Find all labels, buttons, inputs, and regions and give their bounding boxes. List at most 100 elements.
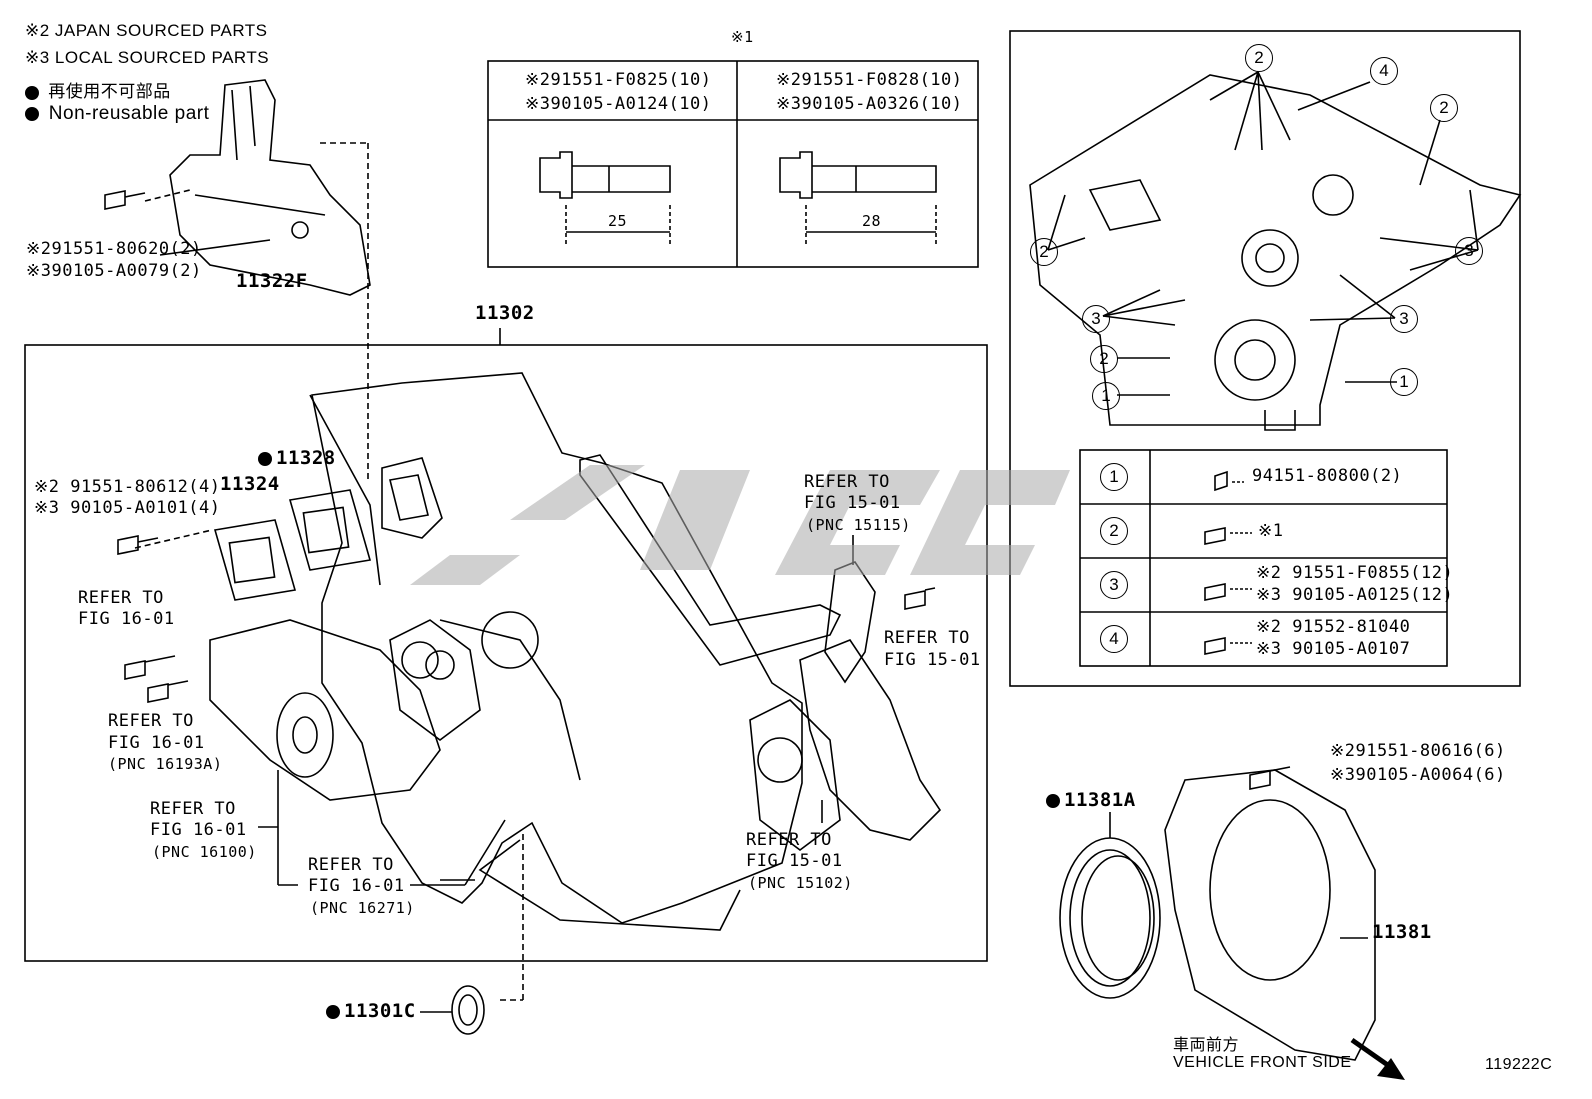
- bolt-table-col1-a[interactable]: ※291551-F0825(10): [525, 70, 712, 90]
- part-11301c-label[interactable]: 11301C: [326, 1000, 416, 1022]
- part-11301c-text: 11301C: [344, 1000, 416, 1022]
- legend-circle-4: 4: [1100, 625, 1128, 653]
- bolt-table-frame: [487, 60, 979, 268]
- legend-circle-3: 3: [1100, 571, 1128, 599]
- front-side-arrow-icon: [1350, 1037, 1405, 1080]
- legend-row3-part-b[interactable]: ※3 90105-A0125(12): [1256, 585, 1454, 605]
- refer1-line2[interactable]: FIG 16-01: [78, 609, 175, 629]
- rear-bolt-a[interactable]: ※291551-80616(6): [1330, 741, 1506, 761]
- refer2-line1[interactable]: REFER TO: [108, 711, 194, 731]
- overview-engine-drawing: [1029, 71, 1522, 431]
- watermark: [410, 465, 1070, 585]
- main-bolt-b[interactable]: ※3 90105-A0101(4): [34, 498, 221, 518]
- retainer-11381-drawing: [1164, 766, 1376, 1061]
- oil-seal-11381a-drawing: [1059, 812, 1161, 999]
- overview-callout-4: 4: [1370, 57, 1398, 85]
- legend-nonreusable-en-text: Non-reusable part: [48, 103, 210, 124]
- nonreusable-dot-icon: [25, 106, 39, 121]
- part-11324-label[interactable]: 11324: [220, 473, 280, 495]
- callout-text: 3: [1082, 305, 1110, 333]
- bolt-table-col2-b[interactable]: ※390105-A0326(10): [776, 94, 963, 114]
- bolt-length-28: 28: [862, 212, 882, 230]
- refer5-line2[interactable]: FIG 15-01: [746, 851, 843, 871]
- refer6-line1[interactable]: REFER TO: [804, 472, 890, 492]
- callout-text: 2: [1430, 94, 1458, 122]
- legend-nonreusable-jp: 再使用不可部品: [25, 77, 171, 102]
- circle-4-text: 4: [1100, 625, 1128, 653]
- refer3-line3: (PNC 16100): [152, 843, 257, 861]
- timing-cover-drawing: [309, 372, 842, 931]
- callout-text: 4: [1370, 57, 1398, 85]
- refer5-line1[interactable]: REFER TO: [746, 830, 832, 850]
- bolt-25-drawing: [539, 151, 671, 245]
- part-11302-label[interactable]: 11302: [475, 302, 535, 324]
- refer1-line1[interactable]: REFER TO: [78, 588, 164, 608]
- part-11381-label[interactable]: 11381: [1372, 921, 1432, 943]
- legend-bolt-icons: [1204, 470, 1252, 655]
- callout-text: 2: [1245, 44, 1273, 72]
- rear-bolt-b[interactable]: ※390105-A0064(6): [1330, 765, 1506, 785]
- callout-text: 3: [1455, 237, 1483, 265]
- front-side-jp: 車両前方: [1173, 1037, 1240, 1054]
- nonreusable-dot-icon: [25, 85, 39, 100]
- legend-japan-sourced: ※2 JAPAN SOURCED PARTS: [25, 21, 268, 40]
- legend-row3-part-a[interactable]: ※2 91551-F0855(12): [1256, 563, 1454, 583]
- callout-text: 2: [1030, 238, 1058, 266]
- refer4-line2[interactable]: FIG 16-01: [308, 876, 405, 896]
- oil-pump-drawing: [749, 561, 942, 851]
- overview-callout-2b: 2: [1430, 94, 1458, 122]
- legend-row4-part-a[interactable]: ※2 91552-81040: [1256, 617, 1411, 637]
- nonreusable-dot-icon: [1046, 793, 1060, 808]
- overview-frame: [1009, 30, 1521, 687]
- part-11328-label[interactable]: 11328: [258, 447, 336, 469]
- overview-callout-3a: 3: [1455, 237, 1483, 265]
- refer6-line2[interactable]: FIG 15-01: [804, 493, 901, 513]
- refer5-line3: (PNC 15102): [748, 874, 853, 892]
- bolt-28-drawing: [779, 151, 937, 245]
- bolt-length-25: 25: [608, 212, 628, 230]
- part-11322f-label[interactable]: 11322F: [236, 270, 308, 292]
- main-bolt-a[interactable]: ※2 91551-80612(4): [34, 477, 221, 497]
- overview-callout-2d: 2: [1090, 345, 1118, 373]
- callout-text: 3: [1390, 305, 1418, 333]
- bracket-bolt-a[interactable]: ※291551-80620(2): [26, 239, 202, 259]
- refer6-line3: (PNC 15115): [806, 516, 911, 534]
- main-assembly-frame: [24, 344, 988, 962]
- part-11381a-label[interactable]: 11381A: [1046, 789, 1136, 811]
- circle-2-text: 2: [1100, 517, 1128, 545]
- nonreusable-dot-icon: [258, 451, 272, 466]
- bolt-table-col2-a[interactable]: ※291551-F0828(10): [776, 70, 963, 90]
- legend-row2-part[interactable]: ※1: [1258, 521, 1284, 541]
- refer2-line3: (PNC 16193A): [108, 755, 223, 773]
- overview-callout-2a: 2: [1245, 44, 1273, 72]
- callout-text: 1: [1390, 368, 1418, 396]
- illustration-code: 119222C: [1485, 1056, 1553, 1073]
- legend-row4-part-b[interactable]: ※3 90105-A0107: [1256, 639, 1411, 659]
- legend-circle-2: 2: [1100, 517, 1128, 545]
- legend-local-sourced: ※3 LOCAL SOURCED PARTS: [25, 48, 270, 67]
- bolt-table-ref: ※1: [731, 28, 754, 46]
- overview-callout-3b: 3: [1082, 305, 1110, 333]
- refer4-line1[interactable]: REFER TO: [308, 855, 394, 875]
- bracket-11322f-drawing: [104, 79, 371, 480]
- refer4-line3: (PNC 16271): [310, 899, 415, 917]
- water-pump-drawing: [124, 619, 481, 801]
- part-11328-text: 11328: [276, 447, 336, 469]
- bracket-bolt-b[interactable]: ※390105-A0079(2): [26, 261, 202, 281]
- refer7-line1[interactable]: REFER TO: [884, 628, 970, 648]
- circle-3-text: 3: [1100, 571, 1128, 599]
- overview-callout-2c: 2: [1030, 238, 1058, 266]
- gasket-11328-drawing: [288, 489, 372, 571]
- refer3-line1[interactable]: REFER TO: [150, 799, 236, 819]
- legend-nonreusable-en: Non-reusable part: [25, 103, 209, 125]
- bolt-table-col1-b[interactable]: ※390105-A0124(10): [525, 94, 712, 114]
- legend-circle-1: 1: [1100, 463, 1128, 491]
- overview-callout-3c: 3: [1390, 305, 1418, 333]
- refer3-line2[interactable]: FIG 16-01: [150, 820, 247, 840]
- callout-text: 2: [1090, 345, 1118, 373]
- refer7-line2[interactable]: FIG 15-01: [884, 650, 981, 670]
- refer2-line2[interactable]: FIG 16-01: [108, 733, 205, 753]
- front-side-en: VEHICLE FRONT SIDE: [1173, 1054, 1352, 1071]
- legend-row1-part[interactable]: 94151-80800(2): [1252, 466, 1403, 486]
